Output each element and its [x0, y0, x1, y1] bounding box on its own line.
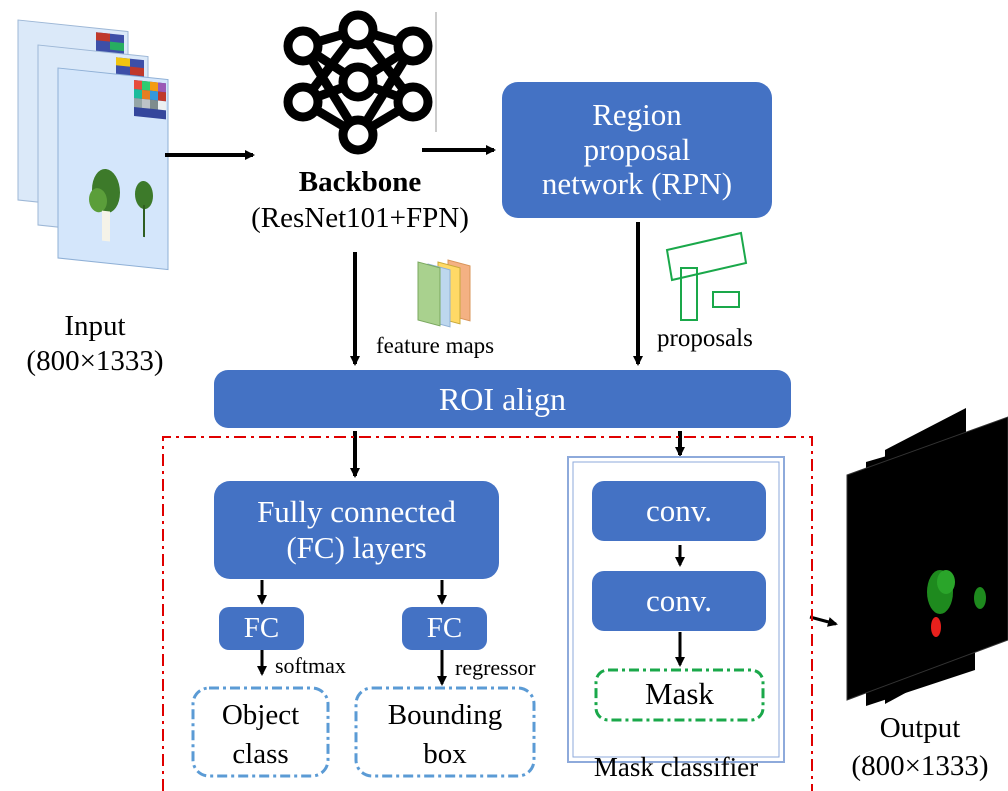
mask-classifier-frame — [567, 456, 785, 763]
input-size-label: (800×1333) — [26, 345, 164, 377]
conv-label-1: conv. — [646, 493, 712, 528]
object-class-line-1: Object — [221, 699, 300, 731]
rpn-line-2: proposal — [583, 131, 691, 167]
input-label: Input — [64, 310, 126, 342]
output-size-label: (800×1333) — [851, 750, 989, 782]
fc-right-label: FC — [426, 612, 463, 644]
softmax-label: softmax — [275, 653, 346, 678]
object-class-line-2: class — [232, 738, 289, 770]
mask-label: Mask — [645, 676, 714, 711]
input-image-stack — [17, 19, 169, 271]
conv-block-2: conv. — [592, 571, 766, 631]
fc-layers-block: Fully connected (FC) layers — [214, 481, 499, 579]
feature-maps-icon — [417, 259, 471, 328]
output-mask-stack — [846, 408, 1008, 706]
mask-classifier-label: Mask classifier — [593, 752, 759, 782]
fc-left-label: FC — [243, 612, 280, 644]
conv-block-1: conv. — [592, 481, 766, 541]
mask-box — [594, 668, 765, 722]
arrow-to-output — [809, 615, 838, 627]
roi-align-label: ROI align — [438, 380, 567, 417]
regressor-label: regressor — [455, 655, 536, 680]
object-class-box — [191, 686, 330, 778]
backbone-title: Backbone — [298, 166, 422, 198]
rpn-line-3: network (RPN) — [541, 166, 733, 202]
bounding-box-box — [354, 686, 536, 778]
bounding-box-line-1: Bounding — [387, 699, 503, 731]
fc-layers-line-1: Fully connected — [257, 494, 456, 530]
roi-align-block: ROI align — [214, 370, 791, 428]
rpn-line-1: Region — [592, 96, 682, 132]
head-frame — [162, 436, 813, 791]
rpn-block: Region proposal network (RPN) — [502, 82, 772, 218]
bounding-box-line-2: box — [423, 738, 467, 770]
proposals-icon — [665, 231, 748, 321]
fc-layers-line-2: (FC) layers — [286, 530, 427, 565]
fc-left-block: FC — [219, 607, 304, 650]
neural-network-icon — [283, 10, 433, 155]
fc-right-block: FC — [402, 607, 487, 650]
input-image-front — [57, 67, 169, 271]
backbone-subtitle: (ResNet101+FPN) — [251, 202, 469, 234]
conv-label-2: conv. — [646, 583, 712, 618]
output-label: Output — [879, 712, 961, 744]
feature-maps-label: feature maps — [376, 333, 495, 358]
proposals-label: proposals — [657, 325, 753, 352]
